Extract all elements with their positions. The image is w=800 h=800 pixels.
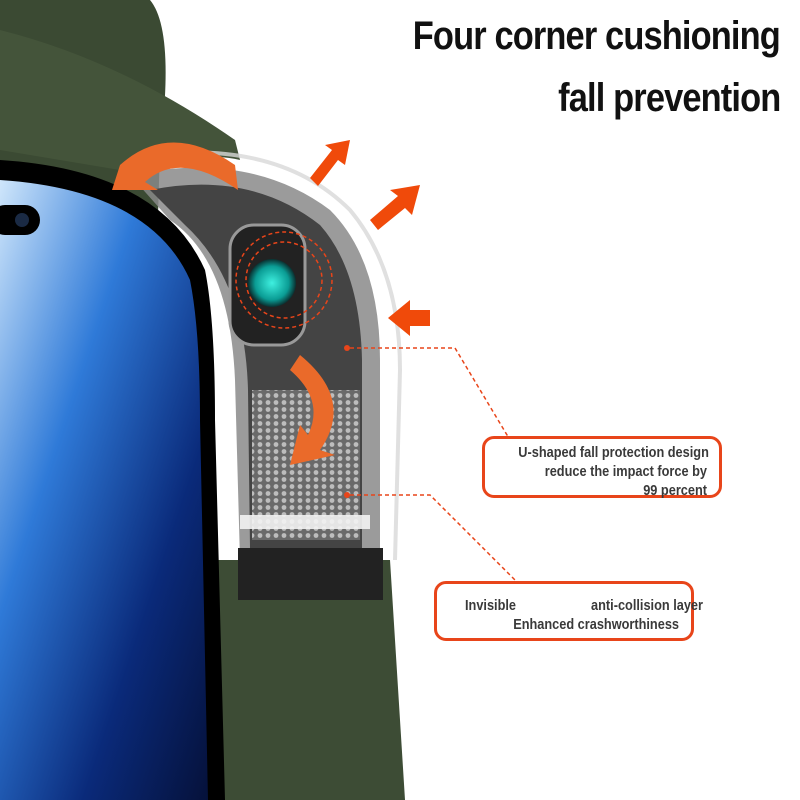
anti-collision-callout: Invisible anti-collision layer Enhanced … <box>434 581 703 641</box>
callout-text: Enhanced crashworthiness <box>513 616 679 633</box>
headline-line-2: fall prevention <box>557 76 781 120</box>
callout-text: Invisible <box>465 597 517 614</box>
curved-arrow-icon <box>290 355 335 465</box>
callout-text: reduce the impact force by <box>544 463 707 480</box>
u-shape-callout: U-shaped fall protection design reduce t… <box>482 436 722 499</box>
case-side <box>200 560 405 800</box>
callout-text: anti-collision layer <box>591 597 703 614</box>
headline-line-1: Four corner cushioning <box>412 14 781 58</box>
callout-text: 99 percent <box>643 482 707 499</box>
callout-text: U-shaped fall protection design <box>518 444 709 461</box>
shock-absorber <box>248 259 296 307</box>
curved-arrow-icon <box>112 142 238 190</box>
impact-arrow-icon <box>310 140 430 336</box>
